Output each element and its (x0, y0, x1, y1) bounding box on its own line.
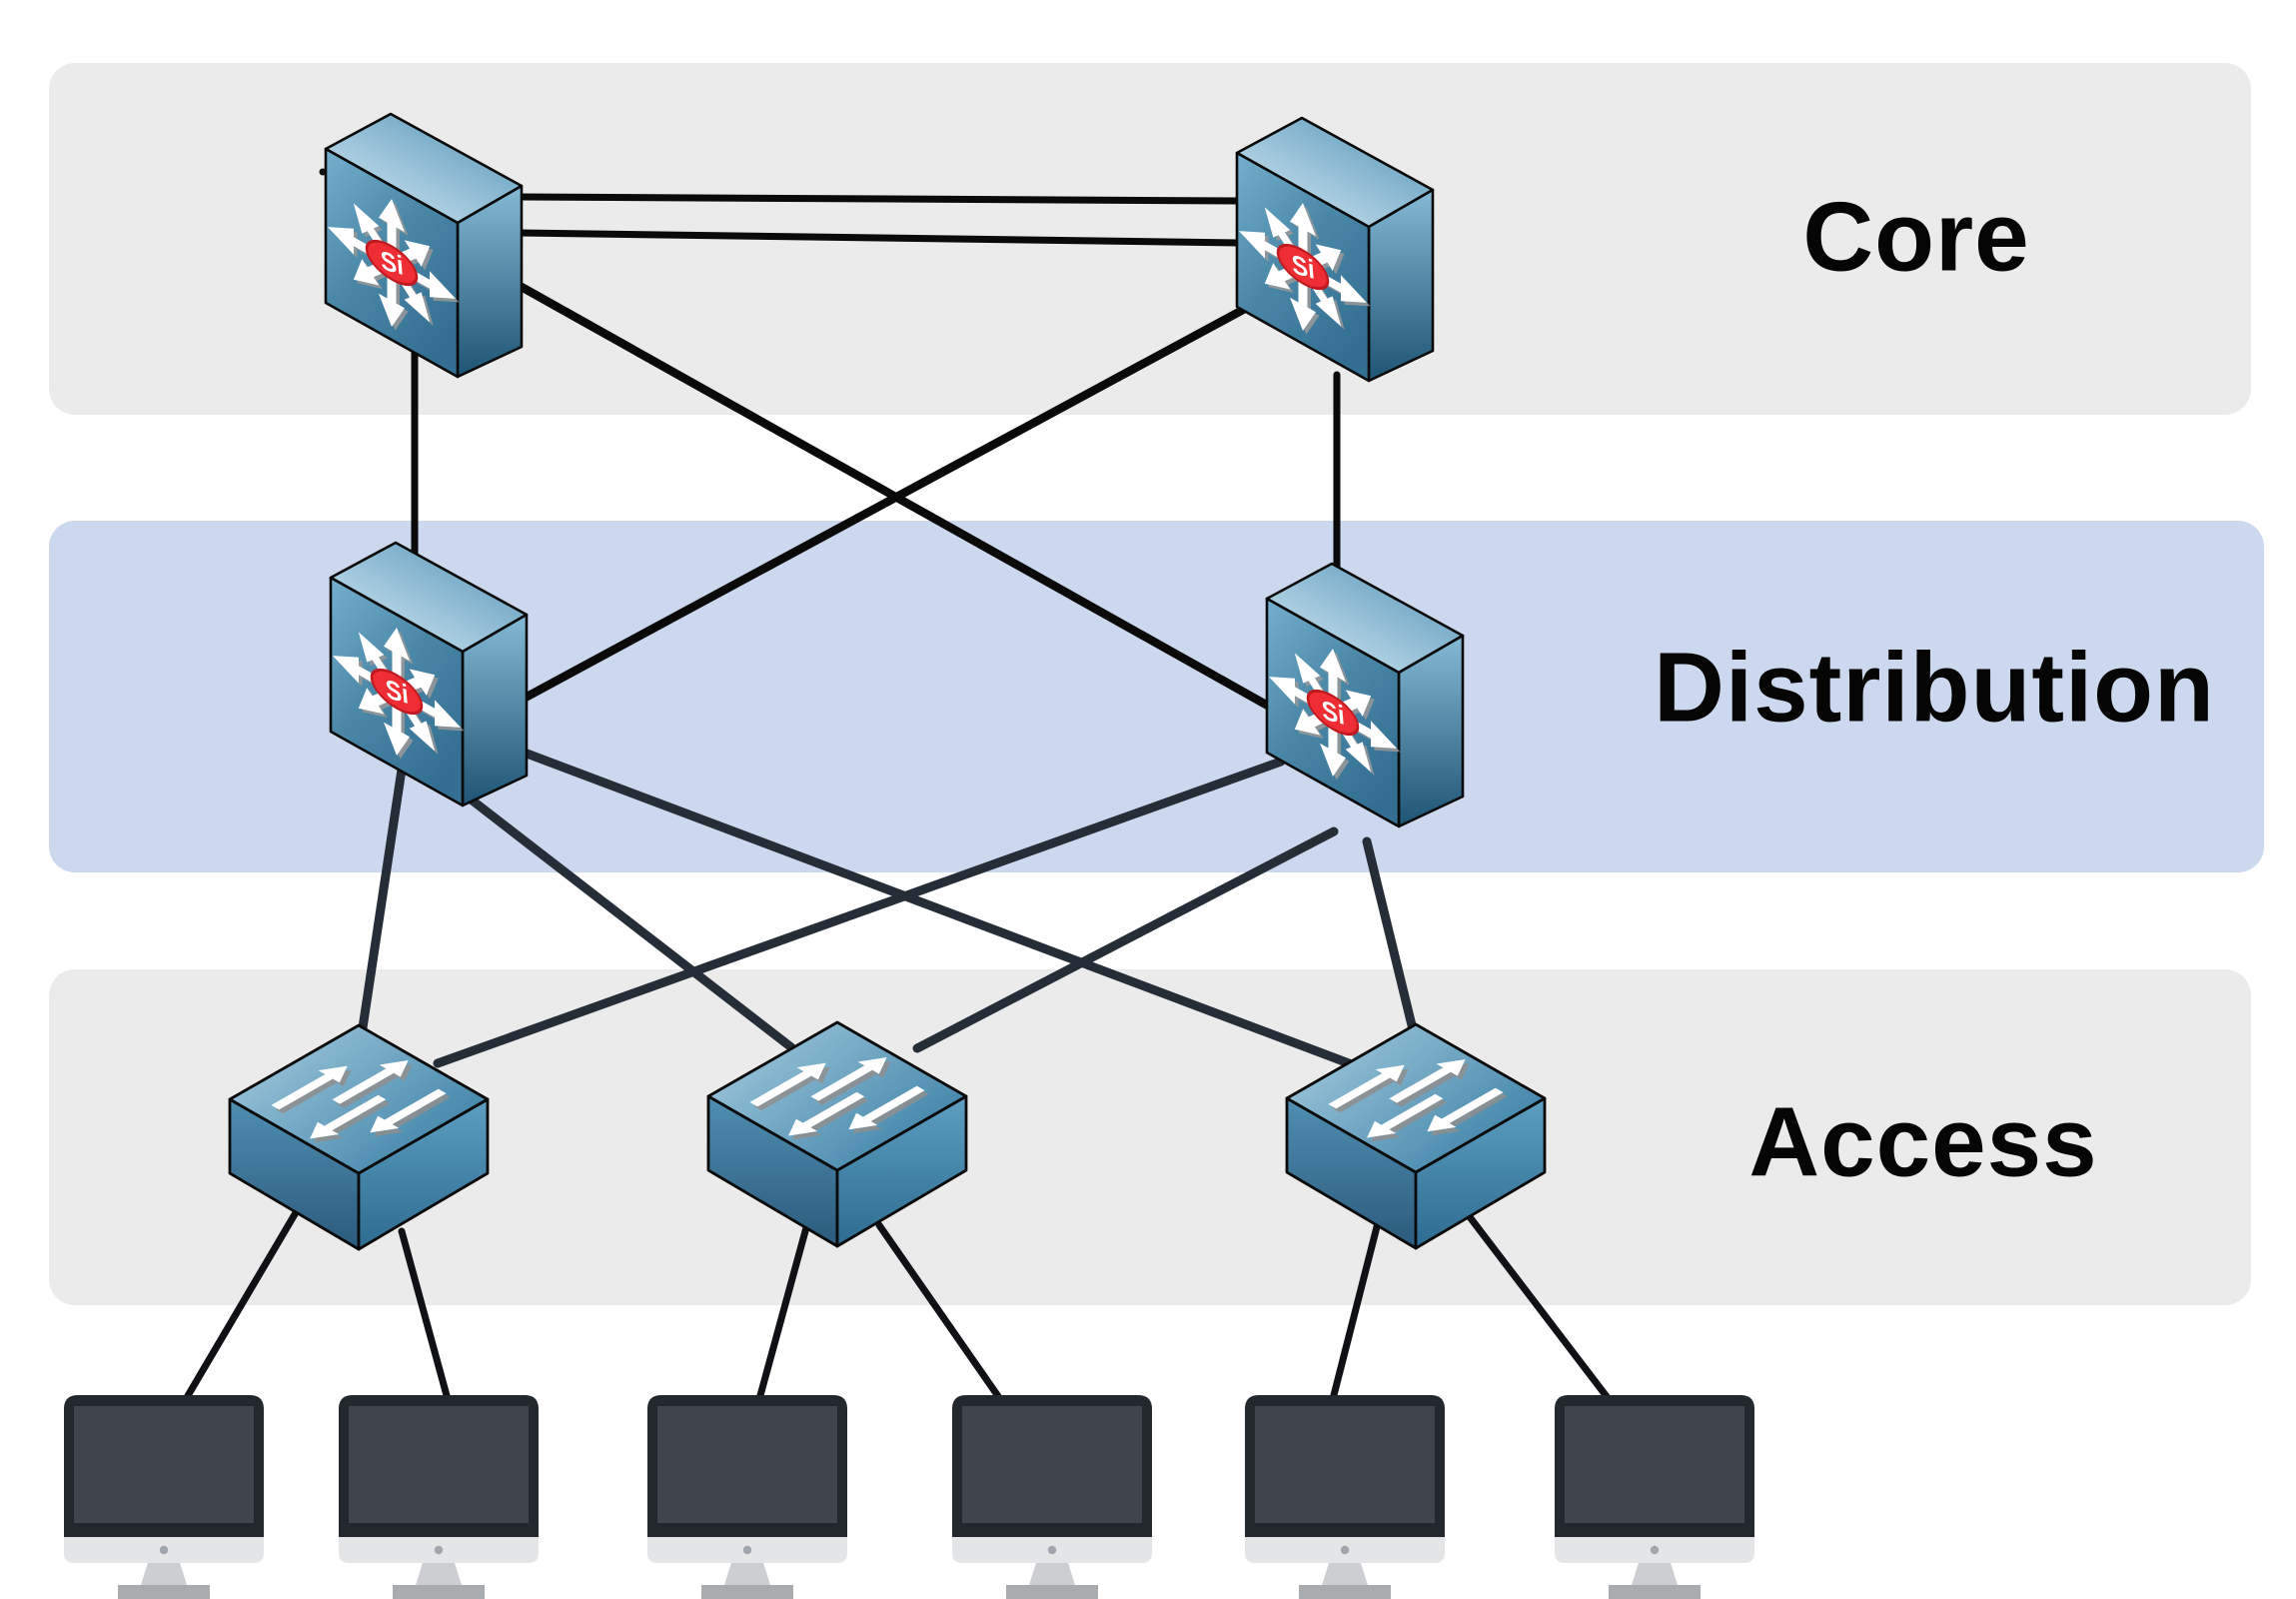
computer-icon (1555, 1395, 1754, 1599)
computer-icon (952, 1395, 1152, 1599)
pc-6 (1555, 1395, 1754, 1599)
link-dist1-access3 (517, 747, 1354, 1068)
pc-1 (64, 1395, 264, 1599)
pc-2 (339, 1395, 539, 1599)
pc-3 (647, 1395, 847, 1599)
link-dist2-access3 (1362, 836, 1418, 1034)
link-access2-pc4 (875, 1221, 1004, 1403)
link-core2-dist1 (517, 305, 1248, 705)
link-access2-pc3 (755, 1205, 815, 1403)
pc-4 (952, 1395, 1152, 1599)
distribution-layer-label: Distribution (1654, 632, 2215, 743)
link-access3-pc6 (1457, 1201, 1613, 1403)
computer-icon (339, 1395, 539, 1599)
pc-5 (1245, 1395, 1445, 1599)
computer-icon (1245, 1395, 1445, 1599)
link-core1-core2-backup (516, 229, 1243, 247)
link-dist1-access2 (460, 790, 796, 1052)
links (182, 193, 1613, 1403)
link-access3-pc5 (1329, 1207, 1385, 1403)
computer-icon (647, 1395, 847, 1599)
stray-dot (319, 168, 327, 176)
access-layer-label: Access (1748, 1086, 2098, 1197)
link-dist2-access2 (912, 826, 1339, 1053)
access-band (49, 969, 2251, 1305)
link-access1-pc2 (398, 1227, 452, 1403)
devices (64, 114, 1754, 1599)
computer-icon (64, 1395, 264, 1599)
link-access1-pc1 (182, 1205, 302, 1403)
link-core1-core2-primary (516, 193, 1243, 205)
core-layer-label: Core (1802, 181, 2030, 292)
link-dist2-access1 (433, 757, 1286, 1068)
link-dist1-access1 (357, 765, 407, 1039)
